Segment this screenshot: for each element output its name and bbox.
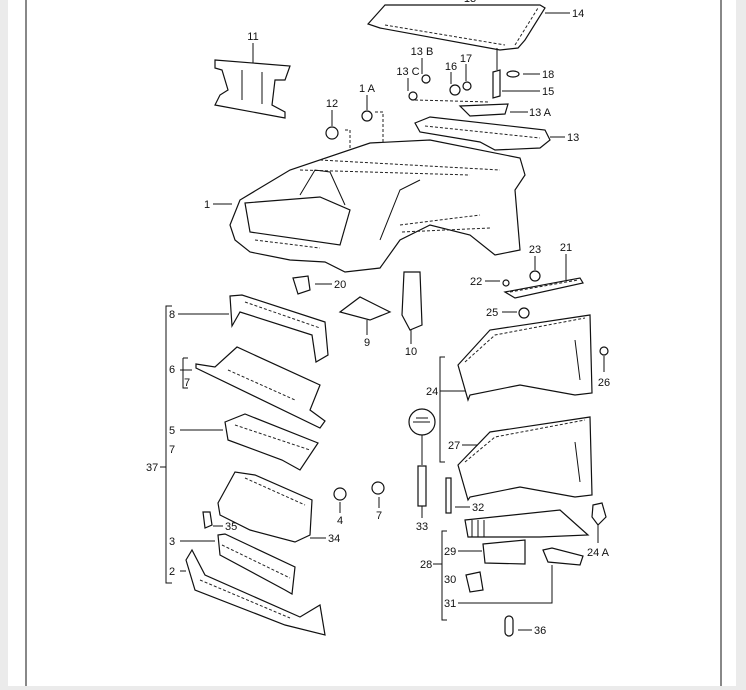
label-26: 26 [598, 377, 610, 389]
label-25: 25 [486, 307, 498, 319]
label-1a: 1 A [359, 83, 376, 95]
bracket-37 [160, 305, 172, 584]
part-6-panel [180, 346, 326, 429]
label-5: 5 [169, 425, 175, 437]
part-1-front-body-structure [213, 139, 526, 273]
part-27-wheel-housing [457, 416, 593, 502]
label-7-group: 7 [169, 444, 175, 456]
label-15: 15 [542, 86, 554, 98]
label-18: 18 [542, 69, 554, 81]
label-8: 8 [169, 309, 175, 321]
label-3: 3 [169, 536, 175, 548]
part-5-panel [180, 413, 319, 471]
label-22: 22 [470, 276, 482, 288]
label-36: 36 [534, 625, 546, 637]
label-20: 20 [334, 279, 346, 291]
label-30: 30 [444, 574, 456, 586]
part-21-22-23-strip [485, 254, 584, 299]
label-10: 10 [405, 346, 417, 358]
part-9-bracket [338, 296, 392, 335]
label-28: 28 [420, 559, 432, 571]
label-13c: 13 C [396, 66, 419, 78]
label-7-grommet: 7 [376, 510, 382, 522]
part-13b-13c-bolts [407, 48, 540, 117]
label-12: 12 [326, 98, 338, 110]
part-2-front-apron [180, 548, 326, 636]
label-14: 14 [572, 8, 584, 20]
label-13a: 13 A [529, 107, 552, 119]
part-20-clip [292, 275, 332, 295]
label-17: 17 [460, 53, 472, 65]
part-3-cross-member [180, 533, 296, 595]
label-37: 37 [146, 462, 158, 474]
label-11: 11 [247, 31, 258, 43]
label-31: 31 [444, 598, 456, 610]
part-33-spring [408, 408, 436, 518]
label-13b: 13 B [411, 46, 434, 58]
label-2: 2 [169, 566, 175, 578]
label-34: 34 [328, 533, 340, 545]
part-28-longitudinal-member [433, 502, 607, 637]
label-21: 21 [560, 242, 572, 254]
label-27: 27 [448, 440, 460, 452]
part-11-bracket [214, 43, 291, 119]
part-35-bracket [202, 511, 223, 529]
part-12-1a-fasteners [325, 95, 384, 180]
label-16: 16 [445, 61, 457, 73]
label-29: 29 [444, 546, 456, 558]
label-6: 6 [169, 364, 175, 376]
part-10-bracket [401, 271, 423, 344]
part-13-cross-member [414, 116, 565, 151]
part-34-panel [217, 471, 326, 543]
part-24-wheel-housing [439, 307, 609, 463]
label-35: 35 [225, 521, 237, 533]
label-23: 23 [529, 244, 541, 256]
part-8-upper-cross-member [178, 294, 329, 363]
label-7-sub: 7 [184, 377, 190, 389]
label-24a: 24 A [587, 547, 610, 559]
part-14-windshield-frame [366, 4, 570, 51]
label-24: 24 [426, 386, 438, 398]
label-4: 4 [337, 515, 343, 527]
label-33: 33 [416, 521, 428, 533]
label-9: 9 [364, 337, 370, 349]
label-1: 1 [204, 199, 210, 211]
label-32: 32 [472, 502, 484, 514]
part-4-7-grommets [333, 481, 385, 513]
part-32-strip [445, 477, 470, 514]
label-13: 13 [567, 132, 579, 144]
label-13-top: 13 [464, 0, 476, 5]
